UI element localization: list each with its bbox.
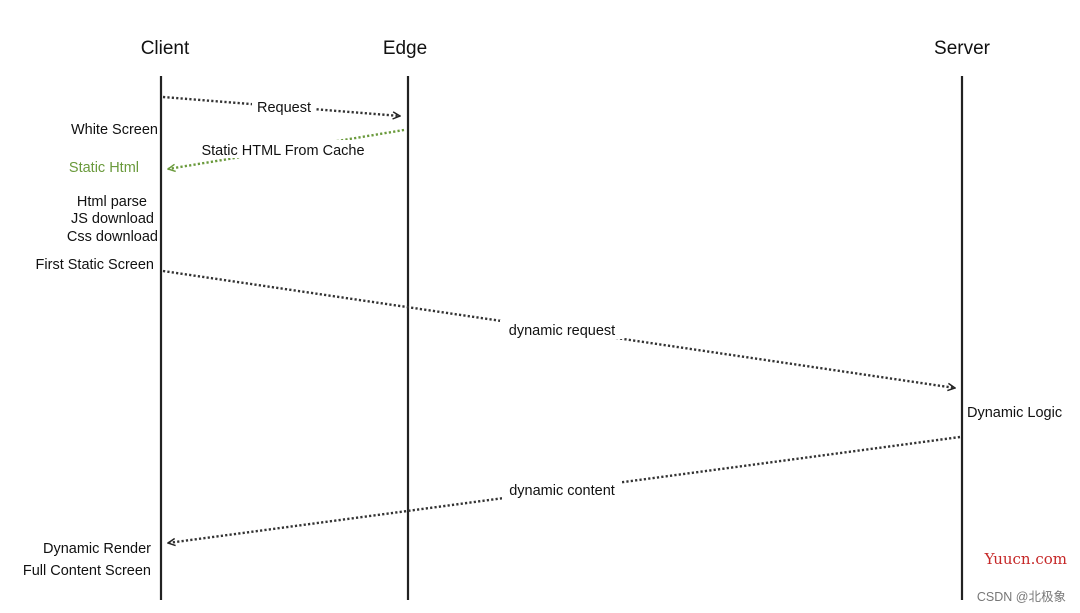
lane-header-server: Server bbox=[934, 38, 991, 59]
label-bg-static-html bbox=[194, 140, 374, 158]
watermark-author: CSDN @北极象 bbox=[977, 590, 1066, 604]
label-bg-dynamic-request bbox=[500, 320, 624, 339]
lane-header-edge: Edge bbox=[383, 38, 427, 59]
label-bg-dynamic-content bbox=[502, 481, 622, 500]
watermark-site: Yuucn.com bbox=[984, 550, 1067, 568]
lane-header-client: Client bbox=[141, 38, 190, 59]
label-bg-request bbox=[252, 98, 316, 116]
note-dynamic-logic: Dynamic Logic bbox=[967, 405, 1062, 421]
arrow-dynamic-content bbox=[168, 435, 961, 543]
note-html-parse: Html parse bbox=[77, 194, 147, 210]
message-dynamic-content: dynamic content bbox=[509, 483, 615, 499]
note-full-content-screen: Full Content Screen bbox=[23, 563, 151, 579]
message-request: Request bbox=[257, 100, 311, 116]
message-static-html-from-cache: Static HTML From Cache bbox=[201, 143, 364, 159]
note-dynamic-render: Dynamic Render bbox=[43, 541, 151, 557]
message-dynamic-request: dynamic request bbox=[509, 323, 615, 339]
note-first-static-screen: First Static Screen bbox=[36, 257, 154, 273]
note-static-html: Static Html bbox=[69, 160, 139, 176]
note-js-download: JS download bbox=[71, 211, 154, 227]
note-white-screen: White Screen bbox=[71, 122, 158, 138]
arrow-dynamic-request bbox=[162, 269, 955, 388]
note-css-download: Css download bbox=[67, 229, 158, 245]
